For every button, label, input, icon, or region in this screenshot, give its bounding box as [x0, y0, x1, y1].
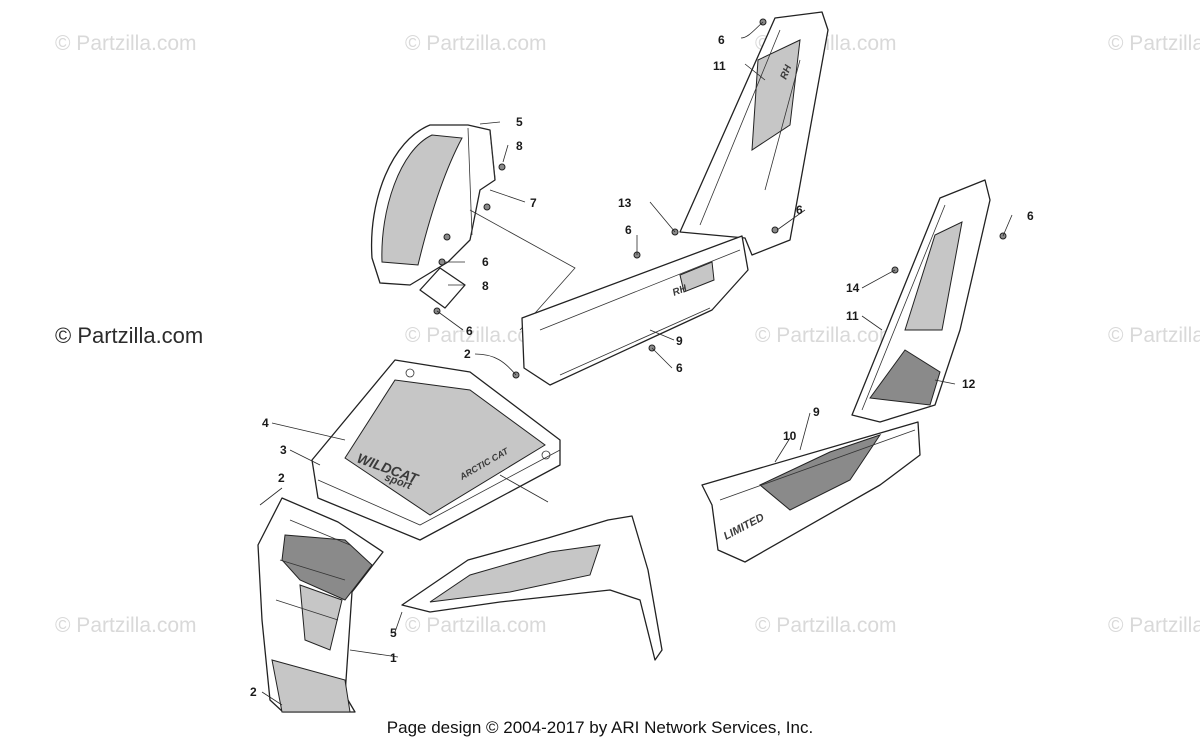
- callout-number: 5: [390, 626, 397, 640]
- callout-number: 5: [516, 115, 523, 129]
- leader-lines: [259, 21, 1013, 706]
- watermark: © Partzilla.com: [1108, 32, 1200, 55]
- watermark: © Partzilla.com: [405, 614, 547, 637]
- watermark: © Partzilla.com: [55, 614, 197, 637]
- watermark: © Partzilla.com: [1108, 324, 1200, 347]
- watermark: © Partzilla.com: [755, 324, 897, 347]
- watermark: © Partzilla.com: [405, 324, 547, 347]
- callout-number: 12: [962, 377, 976, 391]
- page-footer: Page design © 2004-2017 by ARI Network S…: [386, 718, 814, 737]
- part-side-panel-rh: RH RH: [512, 11, 829, 386]
- callout-number: 6: [466, 324, 473, 338]
- callout-number: 8: [516, 139, 523, 153]
- watermark-main: © Partzilla.com: [55, 323, 203, 348]
- callout-number: 2: [250, 685, 257, 699]
- callout-number: 7: [530, 196, 537, 210]
- callout-number: 6: [718, 33, 725, 47]
- callout-number: 14: [846, 281, 860, 295]
- callouts: 6 11 5 8 7 6 13 6 6 6 8 6 2 9 6 14 11 12…: [250, 33, 1034, 699]
- callout-number: 13: [618, 196, 632, 210]
- rh-decal: RH: [671, 283, 689, 299]
- callout-number: 9: [676, 334, 683, 348]
- watermarks: © Partzilla.com © Partzilla.com © Partzi…: [55, 32, 1200, 637]
- callout-number: 6: [676, 361, 683, 375]
- callout-number: 4: [262, 416, 269, 430]
- callout-number: 6: [1027, 209, 1034, 223]
- callout-number: 10: [783, 429, 797, 443]
- callout-number: 2: [278, 471, 285, 485]
- watermark: © Partzilla.com: [755, 614, 897, 637]
- callout-number: 2: [464, 347, 471, 361]
- assembly-line: [469, 209, 576, 331]
- watermark: © Partzilla.com: [1108, 614, 1200, 637]
- part-side-panel-right: [851, 179, 1007, 423]
- part-lower-panel: LIMITED: [701, 421, 921, 563]
- callout-number: 8: [482, 279, 489, 293]
- watermark: © Partzilla.com: [405, 32, 547, 55]
- part-fender-lower: [401, 515, 663, 661]
- callout-number: 6: [625, 223, 632, 237]
- part-fender-upper: [370, 124, 506, 315]
- part-front-bumper: [257, 497, 384, 713]
- callout-number: 6: [482, 255, 489, 269]
- part-hood: WILDCAT sport ARCTIC CAT: [311, 359, 561, 541]
- callout-number: 1: [390, 651, 397, 665]
- callout-number: 11: [846, 309, 859, 323]
- watermark: © Partzilla.com: [55, 32, 197, 55]
- callout-number: 11: [713, 59, 726, 73]
- callout-number: 3: [280, 443, 287, 457]
- callout-number: 9: [813, 405, 820, 419]
- rh-decal: RH: [779, 63, 795, 81]
- callout-number: 6: [796, 203, 803, 217]
